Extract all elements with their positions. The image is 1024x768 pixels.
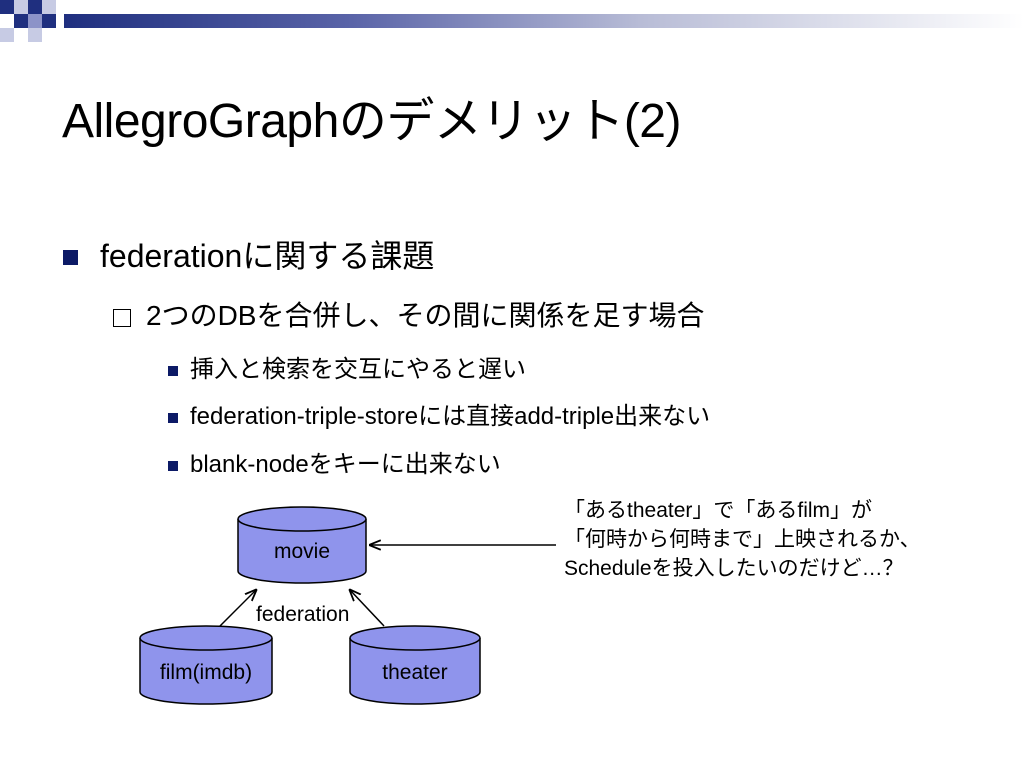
bullet-text: blank-nodeをキーに出来ない	[190, 451, 501, 478]
callout-text: 「あるtheater」で「あるfilm」が 「何時から何時まで」上映されるか、 …	[564, 496, 921, 583]
theater-database-icon	[349, 625, 481, 705]
callout-line: 「あるtheater」で「あるfilm」が	[564, 499, 873, 522]
bullet-level3: federation-triple-storeには直接add-triple出来な…	[168, 401, 711, 433]
theater-db-label: theater	[382, 661, 448, 684]
square-bullet-icon	[168, 366, 178, 376]
slide-title: AllegroGraphのデメリット(2)	[62, 95, 682, 148]
bullet-text: federation-triple-storeには直接add-triple出来な…	[190, 403, 711, 430]
hollow-square-bullet-icon	[113, 309, 131, 327]
square-bullet-icon	[168, 461, 178, 471]
callout-line: 「何時から何時まで」上映されるか、	[564, 528, 921, 551]
callout-line: Scheduleを投入したいのだけど…？	[564, 557, 904, 580]
header-decoration	[0, 0, 56, 42]
federation-arrow-right	[350, 590, 385, 627]
movie-db-label: movie	[273, 540, 331, 563]
movie-database-icon	[237, 506, 367, 584]
title-gradient-bar	[64, 14, 1024, 28]
square-bullet-icon	[63, 250, 78, 265]
square-bullet-icon	[168, 413, 178, 423]
bullet-text: federationに関する課題	[100, 238, 435, 274]
bullet-level1: federationに関する課題	[63, 236, 435, 276]
film-db-label: film(imdb)	[159, 661, 253, 684]
bullet-text: 挿入と検索を交互にやると遅い	[190, 356, 526, 383]
bullet-level3: blank-nodeをキーに出来ない	[168, 449, 501, 481]
federation-arrow-left	[219, 590, 256, 627]
bullet-level3: 挿入と検索を交互にやると遅い	[168, 354, 526, 386]
film-database-icon	[139, 625, 273, 705]
federation-label: federation	[256, 603, 350, 626]
bullet-text: 2つのDBを合併し、その間に関係を足す場合	[146, 300, 705, 331]
bullet-level2: 2つのDBを合併し、その間に関係を足す場合	[113, 298, 705, 334]
